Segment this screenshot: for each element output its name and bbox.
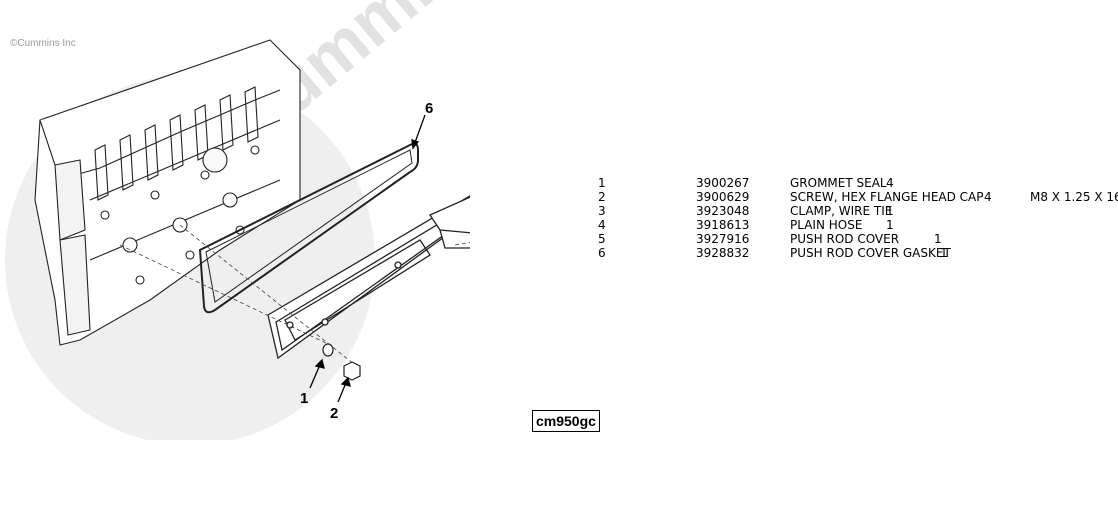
part-qty: 1 <box>886 204 894 218</box>
grommet-seal <box>322 343 334 357</box>
callout-2: 2 <box>330 405 338 422</box>
callout-leaders <box>309 114 426 403</box>
exploded-parts-diagram: Cummins ©Cummins Inc <box>0 0 470 440</box>
part-number: 3918613 <box>696 218 750 232</box>
part-ref: 1 <box>598 176 606 190</box>
part-number: 3900629 <box>696 190 750 204</box>
part-remarks: M8 X 1.25 X 16 <box>1030 190 1118 204</box>
part-description: GROMMET SEAL <box>790 176 887 190</box>
part-number: 3927916 <box>696 232 750 246</box>
part-description: PUSH ROD COVER <box>790 232 900 246</box>
part-description: PLAIN HOSE <box>790 218 863 232</box>
part-number: 3923048 <box>696 204 750 218</box>
part-qty: 1 <box>934 232 942 246</box>
callout-1: 1 <box>300 390 308 407</box>
callout-6: 6 <box>425 100 433 117</box>
part-ref: 2 <box>598 190 606 204</box>
part-number: 3900267 <box>696 176 750 190</box>
part-ref: 6 <box>598 246 606 260</box>
part-ref: 4 <box>598 218 606 232</box>
part-qty: 4 <box>886 176 894 190</box>
part-qty: 1 <box>886 218 894 232</box>
copyright-notice: ©Cummins Inc <box>10 38 76 49</box>
drawing-code-label: cm950gc <box>532 410 600 432</box>
part-ref: 5 <box>598 232 606 246</box>
engine-block <box>34 39 301 346</box>
part-number: 3928832 <box>696 246 750 260</box>
hex-flange-screw <box>343 361 361 381</box>
part-qty: 4 <box>984 190 992 204</box>
part-description: CLAMP, WIRE TIE <box>790 204 893 218</box>
part-ref: 3 <box>598 204 606 218</box>
part-description: SCREW, HEX FLANGE HEAD CAP <box>790 190 984 204</box>
part-qty: 1 <box>940 246 948 260</box>
alignment-lines <box>119 224 470 366</box>
part-description: PUSH ROD COVER GASKET <box>790 246 951 260</box>
